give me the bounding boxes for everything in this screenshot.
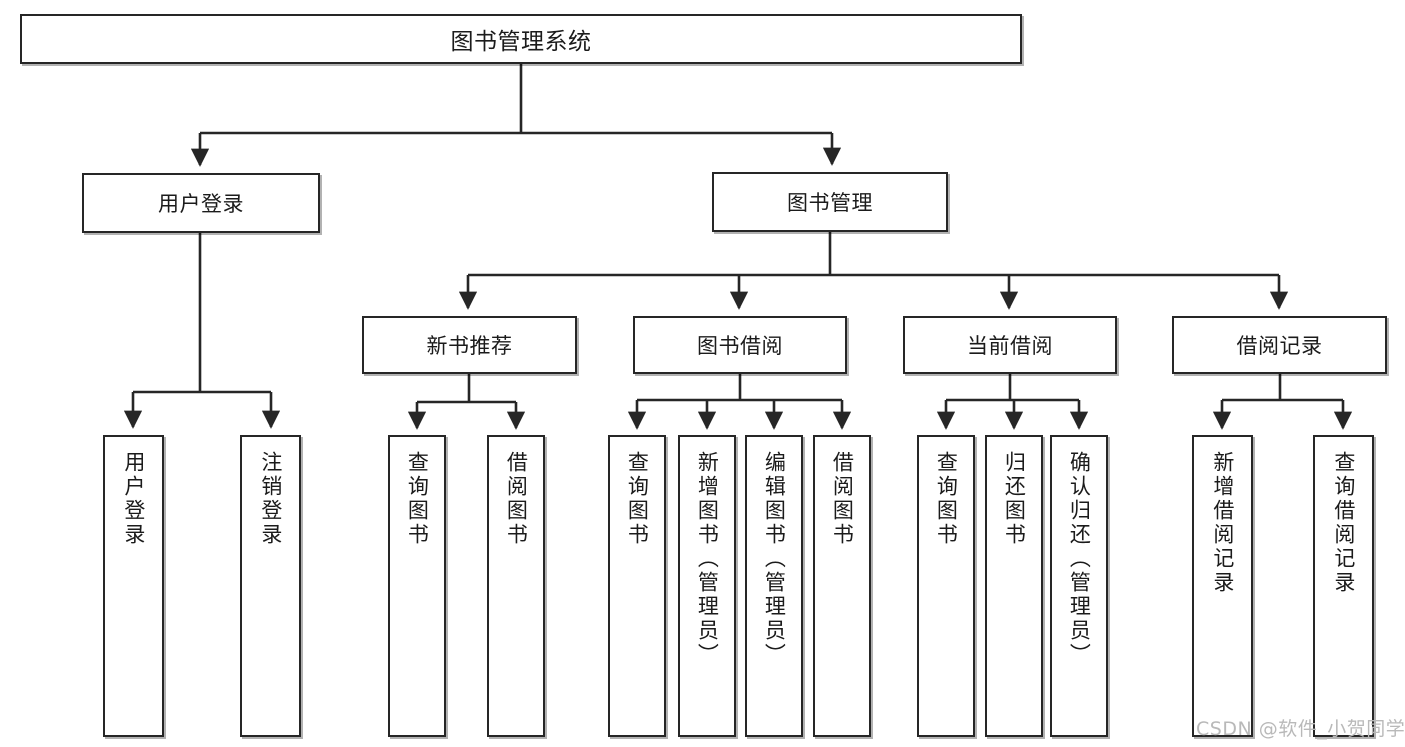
node-user-login[interactable]: 用户登录	[82, 173, 320, 233]
node-leaf-query-book-cb-label: 查询图书	[934, 451, 959, 547]
node-book-borrow-label: 图书借阅	[697, 334, 783, 358]
node-leaf-add-record[interactable]: 新增借阅记录	[1192, 435, 1253, 737]
node-leaf-query-record-label: 查询借阅记录	[1331, 451, 1356, 595]
node-book-manage[interactable]: 图书管理	[712, 172, 948, 232]
node-leaf-borrow-book-bb-label: 借阅图书	[830, 451, 855, 547]
node-leaf-add-record-label: 新增借阅记录	[1210, 451, 1235, 595]
node-leaf-add-book[interactable]: 新增图书（管理员）	[678, 435, 736, 737]
node-book-borrow[interactable]: 图书借阅	[633, 316, 847, 374]
node-new-book-recommend-label: 新书推荐	[426, 334, 513, 358]
node-leaf-confirm-return-label: 确认归还（管理员）	[1067, 451, 1092, 667]
node-leaf-query-book-bb[interactable]: 查询图书	[608, 435, 666, 737]
node-leaf-borrow-book-rec-label: 借阅图书	[504, 451, 529, 547]
node-current-borrow[interactable]: 当前借阅	[903, 316, 1117, 374]
node-user-login-label: 用户登录	[158, 192, 244, 216]
node-leaf-borrow-book-rec[interactable]: 借阅图书	[487, 435, 545, 737]
node-book-manage-label: 图书管理	[787, 191, 873, 215]
node-new-book-recommend[interactable]: 新书推荐	[362, 316, 577, 374]
node-leaf-return-book-label: 归还图书	[1002, 451, 1027, 547]
node-leaf-add-book-label: 新增图书（管理员）	[695, 451, 720, 667]
node-leaf-query-record[interactable]: 查询借阅记录	[1313, 435, 1374, 737]
node-borrow-record-label: 借阅记录	[1236, 334, 1323, 358]
node-leaf-borrow-book-bb[interactable]: 借阅图书	[813, 435, 871, 737]
node-leaf-return-book[interactable]: 归还图书	[985, 435, 1043, 737]
node-leaf-query-book-rec-label: 查询图书	[405, 451, 430, 547]
node-leaf-edit-book[interactable]: 编辑图书（管理员）	[745, 435, 803, 737]
node-leaf-query-book-rec[interactable]: 查询图书	[388, 435, 446, 737]
node-leaf-user-login-label: 用户登录	[121, 451, 146, 547]
node-leaf-edit-book-label: 编辑图书（管理员）	[762, 451, 787, 667]
node-borrow-record[interactable]: 借阅记录	[1172, 316, 1387, 374]
node-leaf-query-book-bb-label: 查询图书	[625, 451, 650, 547]
node-leaf-confirm-return[interactable]: 确认归还（管理员）	[1050, 435, 1108, 737]
node-leaf-query-book-cb[interactable]: 查询图书	[917, 435, 975, 737]
node-root-label: 图书管理系统	[450, 29, 592, 55]
node-leaf-user-login[interactable]: 用户登录	[103, 435, 164, 737]
node-leaf-user-logout[interactable]: 注销登录	[240, 435, 301, 737]
node-current-borrow-label: 当前借阅	[967, 334, 1053, 358]
node-leaf-user-logout-label: 注销登录	[258, 451, 283, 547]
node-root[interactable]: 图书管理系统	[20, 14, 1022, 64]
csdn-watermark: CSDN @软件_小贺同学	[1196, 718, 1405, 740]
